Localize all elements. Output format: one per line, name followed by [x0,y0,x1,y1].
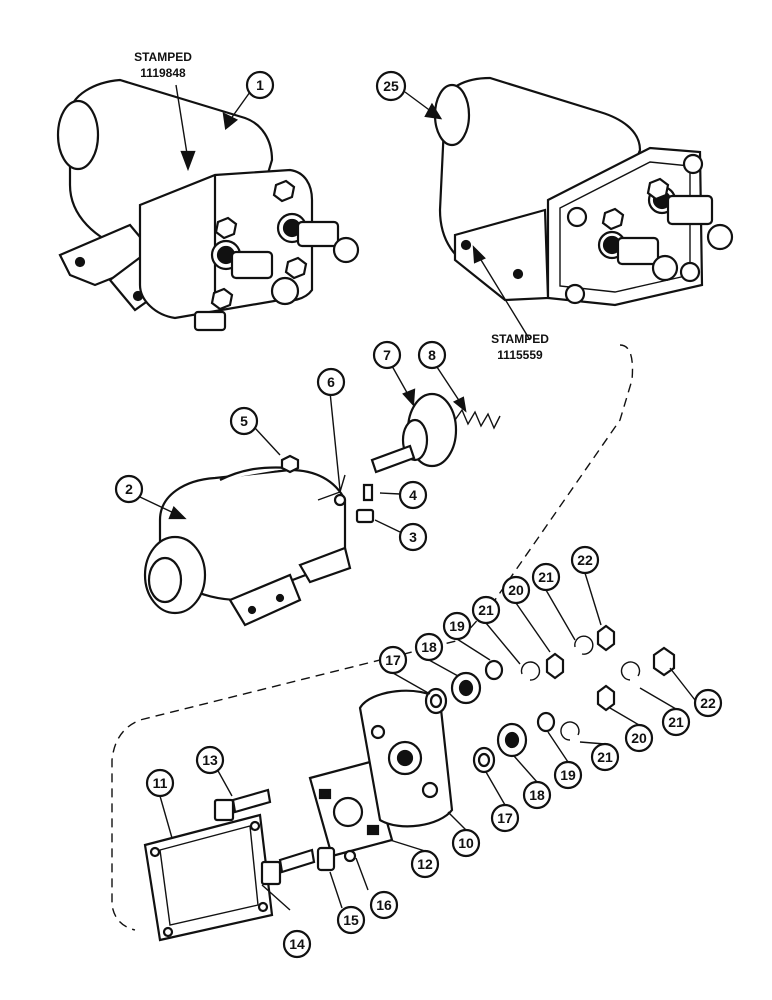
callout-8: 8 [417,340,447,370]
svg-text:18: 18 [421,639,437,655]
svg-text:21: 21 [538,569,554,585]
svg-text:4: 4 [409,487,417,503]
callout-12: 12 [410,849,440,879]
svg-text:21: 21 [478,602,494,618]
svg-text:22: 22 [700,695,716,711]
callout-22b: 22 [693,688,723,718]
svg-text:3: 3 [409,529,417,545]
solenoid-assembly-1 [56,78,360,332]
svg-text:2: 2 [125,481,133,497]
callout-17b: 17 [490,803,520,833]
callout-21b: 21 [471,595,501,625]
washer-6 [329,391,347,507]
svg-text:20: 20 [508,582,524,598]
svg-text:21: 21 [597,749,613,765]
clip-15 [316,846,343,909]
callout-6: 6 [316,367,346,397]
spring-8 [434,363,501,430]
svg-text:11: 11 [153,775,168,791]
svg-text:19: 19 [449,618,465,634]
svg-text:STAMPED: STAMPED [134,50,192,64]
svg-text:STAMPED: STAMPED [491,332,549,346]
svg-text:1115559: 1115559 [497,348,543,362]
callout-18b: 18 [522,780,552,810]
callout-16: 16 [369,890,399,920]
svg-text:1: 1 [256,77,264,93]
screw-16 [343,849,369,891]
svg-text:17: 17 [497,810,513,826]
callout-4: 4 [398,480,428,510]
callout-19b: 19 [553,760,583,790]
callout-25: 25 [375,70,407,102]
solenoid-assembly-25 [404,76,734,341]
plate-10 [358,689,454,828]
leader-lines [159,572,696,852]
svg-text:10: 10 [458,835,474,851]
callout-15: 15 [336,905,366,935]
svg-text:5: 5 [240,413,248,429]
bolt-14 [260,848,316,911]
svg-text:6: 6 [327,374,335,390]
svg-text:12: 12 [417,856,433,872]
clip-3 [355,508,401,533]
coil-housing-2 [139,466,352,627]
stamp-label-top-left: STAMPED 1119848 [134,50,192,80]
svg-text:22: 22 [577,552,593,568]
svg-text:15: 15 [343,912,359,928]
callout-14: 14 [282,929,312,959]
callout-11: 11 [145,768,175,798]
plunger-7 [370,365,458,474]
svg-text:17: 17 [385,652,401,668]
svg-text:13: 13 [202,752,218,768]
callout-21a: 21 [531,562,561,592]
svg-text:8: 8 [428,347,436,363]
callout-5: 5 [229,406,259,436]
svg-text:1119848: 1119848 [140,66,186,80]
bolt-13 [211,759,272,822]
svg-text:20: 20 [631,730,647,746]
screw-4 [362,483,401,502]
callout-20a: 20 [501,575,531,605]
svg-text:21: 21 [668,714,684,730]
callout-19a: 19 [442,611,472,641]
callout-7: 7 [372,340,402,370]
callout-13: 13 [195,745,225,775]
callout-17a: 17 [378,645,408,675]
dashed-outline [111,344,634,931]
cover-11 [143,813,274,942]
callout-10: 10 [451,828,481,858]
callout-18a: 18 [414,632,444,662]
svg-text:18: 18 [529,787,545,803]
svg-text:14: 14 [289,936,305,952]
callout-21d: 21 [590,742,620,772]
callout-22a: 22 [570,545,600,575]
nut-5 [254,427,300,474]
svg-text:7: 7 [383,347,391,363]
callout-3: 3 [398,522,428,552]
svg-text:16: 16 [376,897,392,913]
hardware-stack [424,624,676,774]
stamp-label-top-right: STAMPED 1115559 [491,332,549,362]
callout-21c: 21 [661,707,691,737]
callout-20b: 20 [624,723,654,753]
callout-2: 2 [114,474,144,504]
svg-text:25: 25 [383,78,399,94]
callout-1: 1 [245,70,275,100]
svg-text:19: 19 [560,767,576,783]
